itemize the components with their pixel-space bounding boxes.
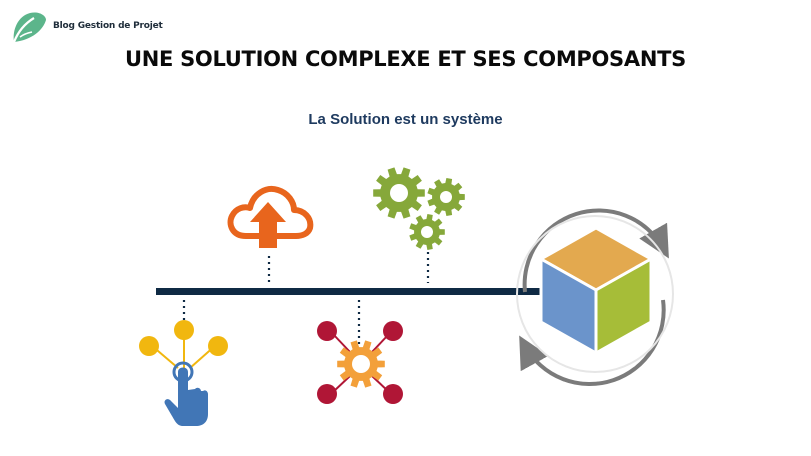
gear-small-icon [409, 214, 445, 250]
gear-orange-icon [337, 340, 385, 388]
gear-large-icon [373, 167, 425, 219]
cube-icon [539, 226, 653, 355]
brand-name: Blog Gestion de Projet [53, 21, 163, 31]
page-title: UNE SOLUTION COMPLEXE ET SES COMPOSANTS [125, 47, 686, 71]
touch-network-icon [139, 320, 228, 426]
brand-header: Blog Gestion de Projet [10, 10, 163, 44]
gear-medium-icon [427, 178, 465, 216]
diagram-subtitle: La Solution est un système [308, 111, 503, 128]
gears-cluster-icon [373, 167, 465, 250]
cycle-arrows-icon [516, 208, 674, 387]
gear-network-icon [317, 321, 403, 404]
cloud-upload-icon [227, 186, 314, 248]
leaf-logo-icon [12, 12, 47, 43]
timeline-bar [156, 288, 560, 295]
